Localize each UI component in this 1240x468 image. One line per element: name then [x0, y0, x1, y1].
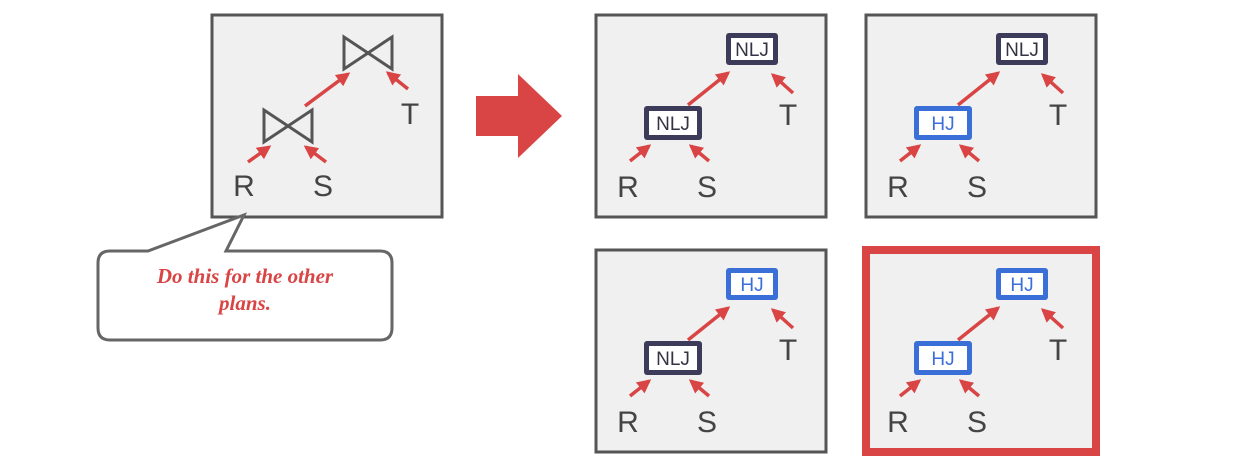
operator-bottom-label: NLJ [656, 114, 690, 135]
leaf-label-s: S [697, 406, 717, 439]
leaf-label-r: R [887, 171, 909, 204]
edge-arrow [770, 73, 795, 95]
plan-frame [864, 13, 1098, 219]
leaf-label-r: R [617, 406, 639, 439]
edge-arrow [686, 306, 731, 342]
operator-bottom-label: HJ [931, 349, 954, 370]
leaf-label-s: S [313, 170, 333, 203]
edge-arrow [303, 145, 328, 164]
operator-bottom-box: HJ [914, 341, 972, 375]
leaf-label-r: R [617, 171, 639, 204]
operator-bottom-box: NLJ [644, 106, 702, 140]
callout-bubble: Do this for the other plans. [96, 212, 394, 342]
plan-frame [594, 248, 828, 454]
edge-arrow [1040, 73, 1065, 95]
leaf-label-t: T [1049, 99, 1067, 132]
edge-arrow [628, 144, 652, 163]
callout-text-line1: Do this for the other [156, 264, 334, 288]
leaf-label-t: T [779, 99, 797, 132]
operator-bottom-label: NLJ [656, 349, 690, 370]
leaf-label-s: S [967, 171, 987, 204]
leaf-label-t: T [1049, 334, 1067, 367]
selected-plan-frame [862, 246, 1100, 456]
edge-arrow [958, 144, 981, 163]
join-symbol-bottom [262, 107, 314, 145]
operator-top-label: HJ [740, 275, 763, 296]
operator-top-label: HJ [1010, 275, 1033, 296]
edge-arrow [246, 145, 272, 164]
plan-panel-3: HJ NLJ T R S [594, 248, 828, 454]
edge-arrow [688, 379, 711, 398]
callout-text-line2: plans. [217, 291, 271, 315]
operator-top-box: HJ [996, 268, 1048, 300]
operator-bottom-box: HJ [914, 106, 972, 140]
operator-top-label: NLJ [1005, 40, 1039, 61]
edge-arrow [898, 144, 922, 163]
edge-arrow [688, 144, 711, 163]
operator-top-box: NLJ [996, 33, 1048, 65]
edge-arrow [303, 72, 351, 108]
leaf-label-r: R [233, 170, 255, 203]
edge-arrow [956, 306, 1001, 342]
operator-top-box: HJ [726, 268, 778, 300]
plan-panel-4: HJ HJ T R S [862, 246, 1100, 456]
operator-bottom-label: HJ [931, 114, 954, 135]
leaf-label-r: R [887, 406, 909, 439]
edge-arrow [686, 71, 731, 107]
plan-frame [594, 13, 828, 219]
source-plan-panel: T R S [210, 13, 444, 219]
leaf-label-t: T [401, 98, 419, 131]
edge-arrow [898, 379, 922, 398]
plan-panels: NLJ NLJ T R S NLJ HJ T R S HJ NLJ T R S HJ HJ T R S [594, 13, 1100, 456]
operator-top-label: NLJ [735, 40, 769, 61]
plan-panel-2: NLJ HJ T R S [864, 13, 1098, 219]
leaf-label-s: S [697, 171, 717, 204]
leaf-label-s: S [967, 406, 987, 439]
operator-top-box: NLJ [726, 33, 778, 65]
leaf-label-t: T [779, 334, 797, 367]
edge-arrow [958, 379, 981, 398]
transform-arrow-icon [476, 74, 562, 158]
operator-bottom-box: NLJ [644, 341, 702, 375]
edge-arrow [956, 71, 1001, 107]
plan-panel-1: NLJ NLJ T R S [594, 13, 828, 219]
join-symbol-top [342, 34, 394, 72]
edge-arrow [1040, 308, 1065, 330]
edge-arrow [385, 71, 410, 91]
edge-arrow [628, 379, 652, 398]
edge-arrow [770, 308, 795, 330]
